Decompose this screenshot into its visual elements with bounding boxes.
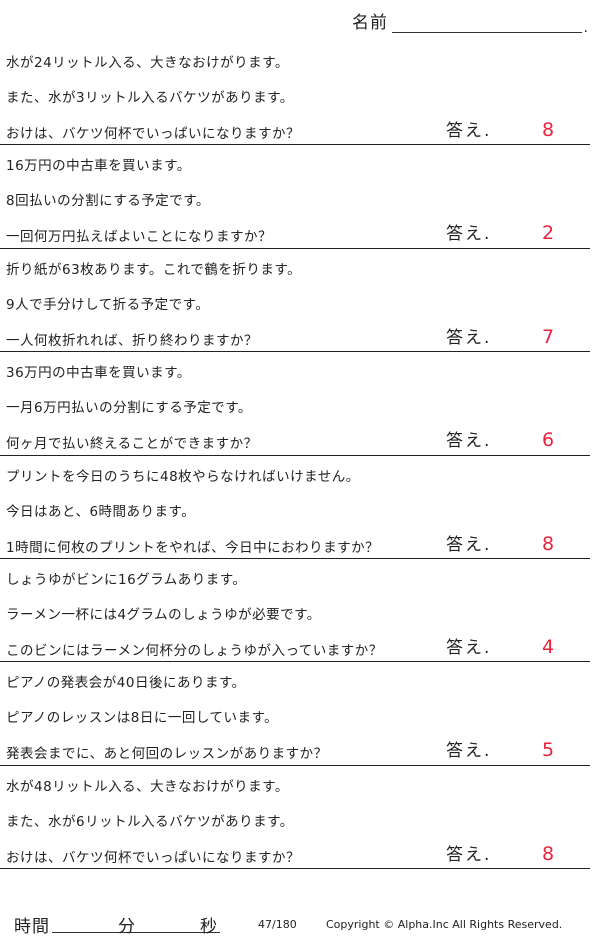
problem-line: 一月6万円払いの分割にする予定です。 bbox=[6, 400, 252, 417]
problem-line: 折り紙が63枚あります。これで鶴を折ります。 bbox=[6, 261, 302, 278]
problem-8: 水が48リットル入る、大きなおけがります。 また、水が6リットル入るバケツがあり… bbox=[0, 766, 590, 870]
problem-line: しょうゆがビンに16グラムあります。 bbox=[6, 571, 247, 588]
problem-3: 折り紙が63枚あります。これで鶴を折ります。 9人で手分けして折る予定です。 一… bbox=[0, 249, 590, 353]
answer-label: 答え. bbox=[446, 534, 492, 555]
problem-question: このビンにはラーメン何杯分のしょうゆが入っていますか？ bbox=[6, 642, 383, 659]
answer-label: 答え. bbox=[446, 637, 492, 658]
problem-line: また、水が6リットル入るバケツがあります。 bbox=[6, 813, 294, 830]
problem-list: 水が24リットル入る、大きなおけがります。 また、水が3リットル入るバケツがあり… bbox=[0, 42, 590, 870]
problem-7: ピアノの発表会が40日後にあります。 ピアノのレッスンは8日に一回しています。 … bbox=[0, 662, 590, 766]
problem-line: プリントを今日のうちに48枚やらなければいけません。 bbox=[6, 468, 360, 485]
name-input-line[interactable]: . bbox=[392, 12, 588, 36]
copyright-text: Copyright © Alpha.Inc All Rights Reserve… bbox=[326, 918, 563, 931]
problem-2: 16万円の中古車を買います。 8回払いの分割にする予定です。 一回何万円払えばよ… bbox=[0, 145, 590, 249]
answer-label: 答え. bbox=[446, 431, 492, 452]
seconds-label: 秒 bbox=[200, 917, 217, 937]
name-dot: . bbox=[583, 20, 588, 36]
answer-value[interactable]: 5 bbox=[541, 739, 555, 762]
answer-value[interactable]: 8 bbox=[541, 119, 555, 141]
answer-area: 答え. 8 bbox=[446, 840, 590, 865]
answer-label: 答え. bbox=[446, 121, 492, 141]
answer-area: 答え. 6 bbox=[446, 426, 590, 451]
time-label: 時間 bbox=[14, 917, 50, 937]
answer-label: 答え. bbox=[446, 224, 492, 245]
name-label: 名前 bbox=[352, 13, 388, 33]
answer-value[interactable]: 6 bbox=[541, 429, 555, 452]
problem-line: ラーメン一杯には4グラムのしょうゆが必要です。 bbox=[6, 606, 321, 623]
time-input-line[interactable] bbox=[52, 932, 220, 933]
answer-area: 答え. 4 bbox=[446, 633, 590, 658]
problem-question: おけは、バケツ何杯でいっぱいになりますか？ bbox=[6, 849, 300, 866]
problem-line: ピアノのレッスンは8日に一回しています。 bbox=[6, 710, 279, 727]
problem-line: 16万円の中古車を買います。 bbox=[6, 158, 191, 175]
answer-label: 答え. bbox=[446, 327, 492, 348]
problem-question: おけは、バケツ何杯でいっぱいになりますか？ bbox=[6, 126, 300, 142]
problem-5: プリントを今日のうちに48枚やらなければいけません。 今日はあと、6時間あります… bbox=[0, 456, 590, 559]
answer-value[interactable]: 4 bbox=[541, 635, 555, 658]
problem-line: また、水が3リットル入るバケツがあります。 bbox=[6, 90, 294, 106]
answer-area: 答え. 8 bbox=[446, 530, 590, 555]
problem-question: 一人何枚折れれば、折り終わりますか？ bbox=[6, 332, 258, 349]
problem-line: 今日はあと、6時間あります。 bbox=[6, 503, 196, 520]
problem-question: 発表会までに、あと何回のレッスンがありますか？ bbox=[6, 746, 328, 763]
footer: 時間 分 秒 47/180 Copyright © Alpha.Inc All … bbox=[0, 912, 600, 937]
problem-line: ピアノの発表会が40日後にあります。 bbox=[6, 675, 246, 692]
problem-line: 9人で手分けして折る予定です。 bbox=[6, 296, 210, 313]
problem-6: しょうゆがビンに16グラムあります。 ラーメン一杯には4グラムのしょうゆが必要で… bbox=[0, 559, 590, 663]
answer-area: 答え. 7 bbox=[446, 323, 590, 348]
page-number: 47/180 bbox=[258, 918, 297, 931]
answer-area: 答え. 2 bbox=[446, 219, 590, 244]
answer-label: 答え. bbox=[446, 844, 492, 865]
minutes-label: 分 bbox=[118, 917, 135, 937]
problem-question: 1時間に何枚のプリントをやれば、今日中におわりますか？ bbox=[6, 539, 380, 556]
problem-line: 8回払いの分割にする予定です。 bbox=[6, 193, 210, 210]
answer-label: 答え. bbox=[446, 741, 492, 762]
answer-value[interactable]: 8 bbox=[541, 842, 555, 865]
problem-line: 水が48リットル入る、大きなおけがります。 bbox=[6, 778, 289, 795]
problem-4: 36万円の中古車を買います。 一月6万円払いの分割にする予定です。 何ヶ月で払い… bbox=[0, 352, 590, 456]
problem-line: 水が24リットル入る、大きなおけがります。 bbox=[6, 55, 289, 71]
answer-value[interactable]: 2 bbox=[541, 222, 555, 245]
name-field: 名前 . bbox=[352, 8, 588, 36]
problem-line: 36万円の中古車を買います。 bbox=[6, 365, 191, 382]
answer-area: 答え. 5 bbox=[446, 736, 590, 761]
answer-value[interactable]: 8 bbox=[541, 532, 555, 555]
problem-question: 何ヶ月で払い終えることができますか？ bbox=[6, 436, 258, 453]
answer-value[interactable]: 7 bbox=[541, 325, 555, 348]
problem-1: 水が24リットル入る、大きなおけがります。 また、水が3リットル入るバケツがあり… bbox=[0, 42, 590, 146]
problem-question: 一回何万円払えばよいことになりますか？ bbox=[6, 229, 272, 246]
answer-area: 答え. 8 bbox=[446, 116, 590, 141]
